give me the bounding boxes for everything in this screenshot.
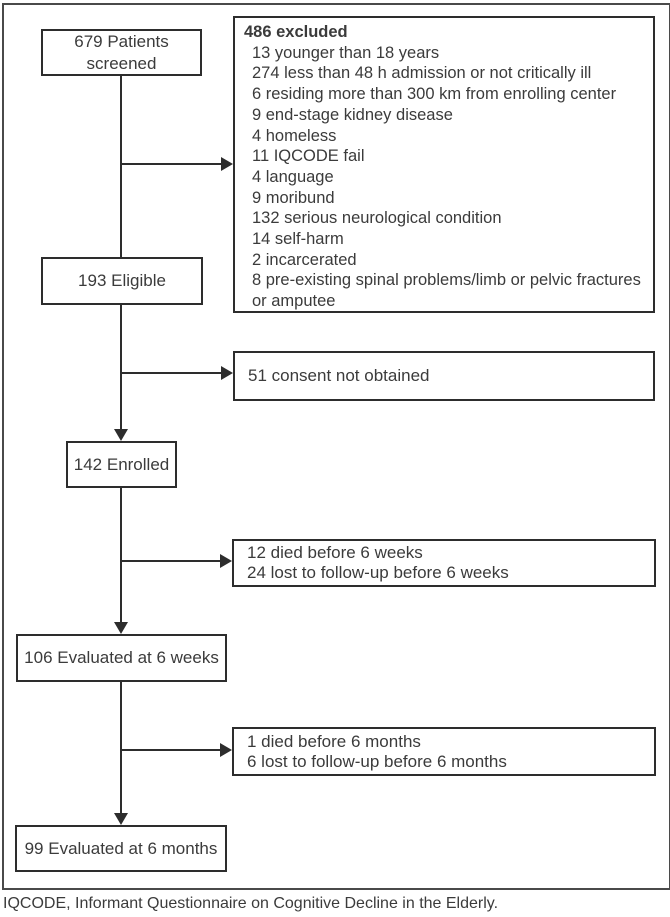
box-enrolled-label: 142 Enrolled (73, 454, 170, 474)
excluded-item: 8 pre-existing spinal problems/limb or p… (252, 271, 641, 311)
branch-to-consent (120, 372, 222, 374)
excluded-item: 2 incarcerated (252, 250, 357, 269)
excluded-item: 274 less than 48 h admission or not crit… (252, 64, 592, 83)
attrition-6-weeks-line2: 24 lost to follow-up before 6 weeks (247, 563, 509, 582)
box-evaluated-6-months-label: 99 Evaluated at 6 months (24, 838, 218, 858)
arrowhead-into-eval6m (114, 813, 128, 825)
connector-enrolled-to-eval6w (120, 488, 122, 624)
box-evaluated-6-weeks-label: 106 Evaluated at 6 weeks (24, 648, 219, 668)
box-evaluated-6-months: 99 Evaluated at 6 months (15, 825, 227, 872)
arrowhead-into-excluded (221, 157, 233, 171)
attrition-6-months-line2: 6 lost to follow-up before 6 months (247, 751, 507, 771)
attrition-6-months-line1: 1 died before 6 months (247, 731, 421, 751)
arrowhead-into-enrolled (114, 429, 128, 441)
box-attrition-6-weeks: 12 died before 6 weeks 24 lost to follow… (232, 539, 656, 587)
excluded-item: 6 residing more than 300 km from enrolli… (252, 85, 617, 104)
attrition-6-weeks-line1: 12 died before 6 weeks (247, 543, 423, 562)
box-eligible-label: 193 Eligible (78, 271, 166, 291)
excluded-item: 4 homeless (252, 126, 337, 145)
branch-to-attrition-6m (120, 749, 221, 751)
excluded-item: 14 self-harm (252, 230, 344, 249)
connector-eligible-to-enrolled (120, 305, 122, 431)
arrowhead-into-attrition-6m (220, 743, 232, 757)
box-eligible: 193 Eligible (41, 257, 203, 305)
arrowhead-into-eval6w (114, 622, 128, 634)
box-attrition-6-months: 1 died before 6 months 6 lost to follow-… (232, 727, 656, 776)
connector-screened-to-eligible (120, 76, 122, 257)
arrowhead-into-attrition-6w (220, 554, 232, 568)
branch-to-excluded (120, 163, 222, 165)
arrowhead-into-consent (221, 366, 233, 380)
branch-to-attrition-6w (120, 560, 221, 562)
box-patients-screened-label: 679 Patients screened (74, 32, 169, 73)
box-patients-screened: 679 Patients screened (41, 29, 202, 76)
consent-line: 51 consent not obtained (248, 366, 430, 385)
excluded-item: 11 IQCODE fail (252, 147, 365, 166)
excluded-title: 486 excluded (244, 23, 348, 41)
box-evaluated-6-weeks: 106 Evaluated at 6 weeks (16, 634, 227, 682)
figure-caption: IQCODE, Informant Questionnaire on Cogni… (3, 895, 499, 912)
box-consent-not-obtained: 51 consent not obtained (233, 351, 655, 401)
box-excluded: 486 excluded 13 younger than 18 years 27… (233, 16, 655, 313)
connector-eval6w-to-eval6m (120, 682, 122, 815)
excluded-item: 13 younger than 18 years (252, 43, 440, 62)
excluded-item: 9 end-stage kidney disease (252, 105, 453, 124)
excluded-item: 9 moribund (252, 188, 335, 207)
excluded-item: 4 language (252, 167, 334, 186)
excluded-item: 132 serious neurological condition (252, 209, 502, 228)
box-enrolled: 142 Enrolled (66, 441, 177, 488)
